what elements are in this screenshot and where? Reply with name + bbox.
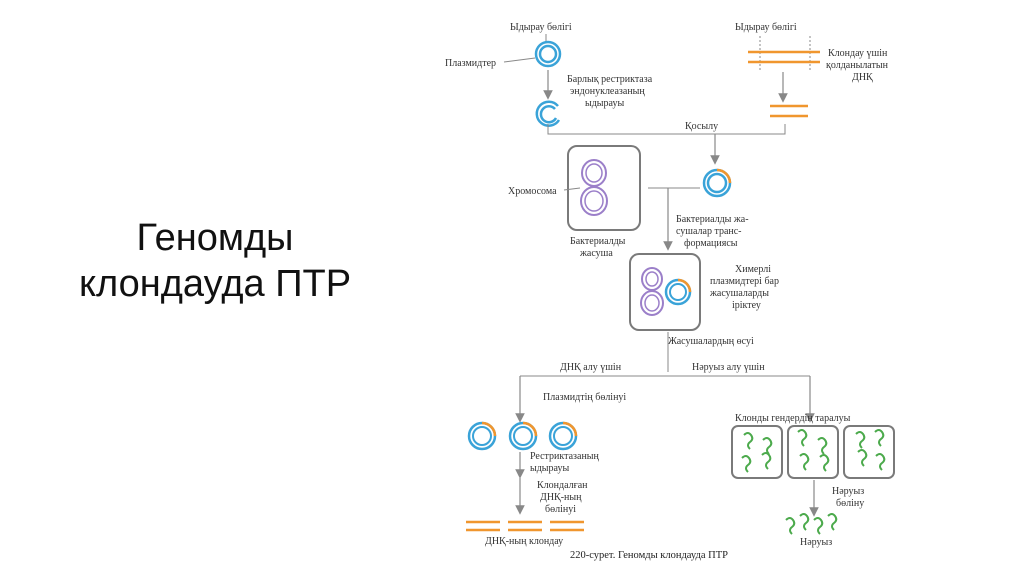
bacterial-cell-line-2: жасуша	[579, 248, 613, 259]
chromosome-label: Хромосома	[508, 186, 557, 197]
all-restriction-line-3: ыдырауы	[585, 98, 624, 109]
plasmids-label: Плазмидтер	[445, 58, 496, 69]
restriction-cut-line-2: ыдырауы	[530, 463, 569, 474]
transformed-chromosome-icon	[640, 267, 664, 316]
culture-box-3	[843, 425, 895, 479]
dna-to-clone-line-2: қолданылатын	[826, 60, 889, 71]
cut-plasmid-icon	[535, 100, 561, 127]
selection-line-1: Химерлі	[735, 264, 771, 275]
culture-box-2	[787, 425, 839, 479]
selection-line-4: іріктеу	[732, 300, 761, 311]
figure-caption: 220-сурет. Геномды клондауда ПТР	[570, 550, 728, 561]
bacterial-cell-line-1: Бактериалды	[570, 236, 626, 247]
plasmids-pointer	[503, 57, 536, 63]
for-protein-label: Нәруыз алу үшін	[692, 362, 765, 373]
protein-squiggles-icon	[741, 429, 886, 473]
isolated-plasmid-icon	[467, 421, 497, 451]
all-restriction-line-2: эндонуклеазаның	[570, 86, 645, 97]
chromosome-pointer	[563, 187, 581, 191]
chimeric-plasmid-icon	[664, 278, 692, 306]
dna-to-clone-line-3: ДНҚ	[852, 72, 873, 83]
isolated-plasmid-icon	[548, 421, 578, 451]
transformation-line-2: сушалар транс-	[676, 226, 742, 237]
isolated-plasmid-icon	[508, 421, 538, 451]
protein-label: Нәруыз	[800, 537, 832, 548]
plasmid-icon	[534, 40, 562, 68]
isolated-protein-icon	[785, 513, 838, 535]
joining-label: Қосылу	[685, 121, 718, 132]
selection-line-3: жасушаларды	[709, 288, 769, 299]
cloned-dna-fragments-icon	[466, 520, 584, 532]
chromosome-icon	[580, 159, 608, 216]
plasmid-isolation-label: Плазмидтің бөлінуі	[543, 392, 626, 403]
joining-connector	[547, 124, 786, 135]
cloned-dna-line-2: ДНҚ-ның	[540, 492, 582, 503]
cut-site-left-label: Ыдырау бөлігі	[510, 22, 572, 33]
cloned-dna-line-3: бөлінуі	[545, 504, 576, 515]
slide-title-line-2: клондауда ПТР	[78, 263, 352, 305]
cut-site-right-label: Ыдырау бөлігі	[735, 22, 797, 33]
selection-line-2: плазмидтері бар	[710, 276, 779, 287]
transformed-cell-box	[629, 253, 701, 331]
restriction-cut-line-1: Рестриктазаның	[530, 451, 600, 462]
culture-box-1	[731, 425, 783, 479]
transformation-line-3: формациясы	[684, 238, 738, 249]
gene-distribution-label: Клонды гендердің таралуы	[735, 413, 851, 424]
cloned-dna-line-1: Клондалған	[537, 480, 588, 491]
slide-title: Геномды клондауда ПТР	[30, 215, 400, 307]
bacterial-cell-box	[567, 145, 641, 231]
slide-title-line-1: Геномды	[136, 217, 294, 259]
recombinant-plasmid-icon	[702, 168, 732, 198]
all-restriction-line-1: Барлық рестриктаза	[567, 74, 653, 85]
dna-clone-label: ДНҚ-ның клондау	[485, 536, 563, 547]
dna-to-clone-line-1: Клондау үшін	[828, 48, 888, 59]
for-dna-label: ДНҚ алу үшін	[560, 362, 622, 373]
protein-isolation-line-1: Нәруыз	[832, 486, 864, 497]
protein-isolation-line-2: бөліну	[836, 498, 864, 509]
cell-growth-label: Жасушалардың өсуі	[668, 336, 754, 347]
transformation-line-1: Бактериалды жа-	[676, 214, 749, 225]
